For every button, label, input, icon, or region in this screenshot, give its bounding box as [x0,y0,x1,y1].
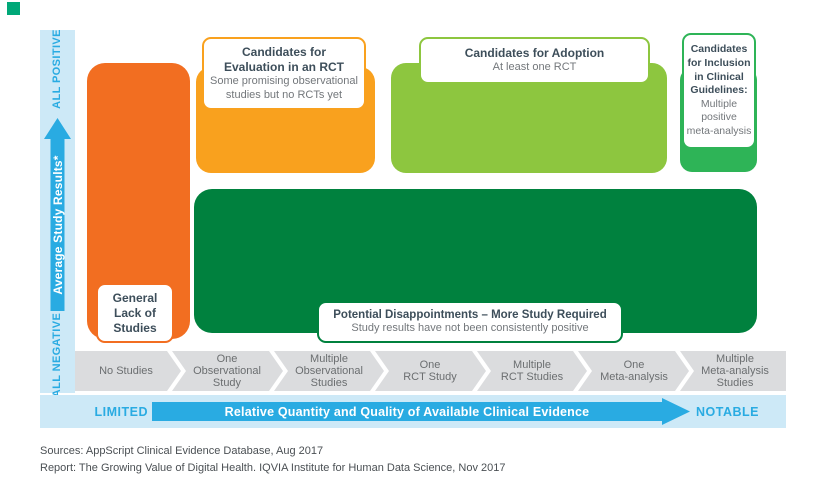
callout-subtitle: Study results have not been consistently… [351,322,589,335]
x-axis-category: One Observational Study [193,352,261,390]
callout-title: Candidates for Adoption [464,46,605,61]
x-axis-limited-label: LIMITED [94,405,148,419]
x-axis-title: Relative Quantity and Quality of Availab… [224,404,590,419]
callout-subtitle: Multiple positive meta-analysis [686,97,752,138]
footer-sources: Sources: AppScript Clinical Evidence Dat… [40,443,506,477]
callout-general-lack-of-studies: General Lack of Studies [96,283,174,343]
y-axis-bottom-label: ALL NEGATIVE [51,312,63,398]
callout-title: Candidates for Evaluation in an RCT [223,45,344,74]
x-axis-category: Multiple Observational Studies [295,352,363,390]
callout-candidates-for-adoption: Candidates for Adoption At least one RCT [419,37,650,84]
sources-line: Sources: AppScript Clinical Evidence Dat… [40,445,324,457]
x-axis-right-arrow: Relative Quantity and Quality of Availab… [152,398,690,425]
x-axis-category: No Studies [99,364,153,377]
y-axis-top-label: ALL POSITIVE [51,29,63,109]
y-axis-title: Average Study Results* [51,155,65,295]
callout-candidates-for-rct-evaluation: Candidates for Evaluation in an RCT Some… [202,37,366,110]
callout-title: Candidates for Inclusion in Clinical Gui… [687,43,751,97]
callout-subtitle: At least one RCT [492,61,577,74]
callout-potential-disappointments: Potential Disappointments – More Study R… [317,301,623,343]
x-axis-category: One RCT Study [403,358,457,383]
corner-color-mark [7,2,20,15]
x-axis-category: Multiple RCT Studies [500,358,564,383]
x-axis-notable-label: NOTABLE [696,405,759,419]
x-axis-category-band [75,351,786,391]
report-line: Report: The Growing Value of Digital Hea… [40,462,506,475]
callout-subtitle: Some promising observational studies but… [210,75,358,101]
x-axis-category: Multiple Meta-analysis Studies [701,352,769,390]
callout-title: Potential Disappointments – More Study R… [333,308,607,321]
x-axis-category: One Meta-analysis [600,358,668,383]
callout-title: General Lack of Studies [112,290,158,335]
callout-candidates-for-guidelines: Candidates for Inclusion in Clinical Gui… [682,33,756,149]
